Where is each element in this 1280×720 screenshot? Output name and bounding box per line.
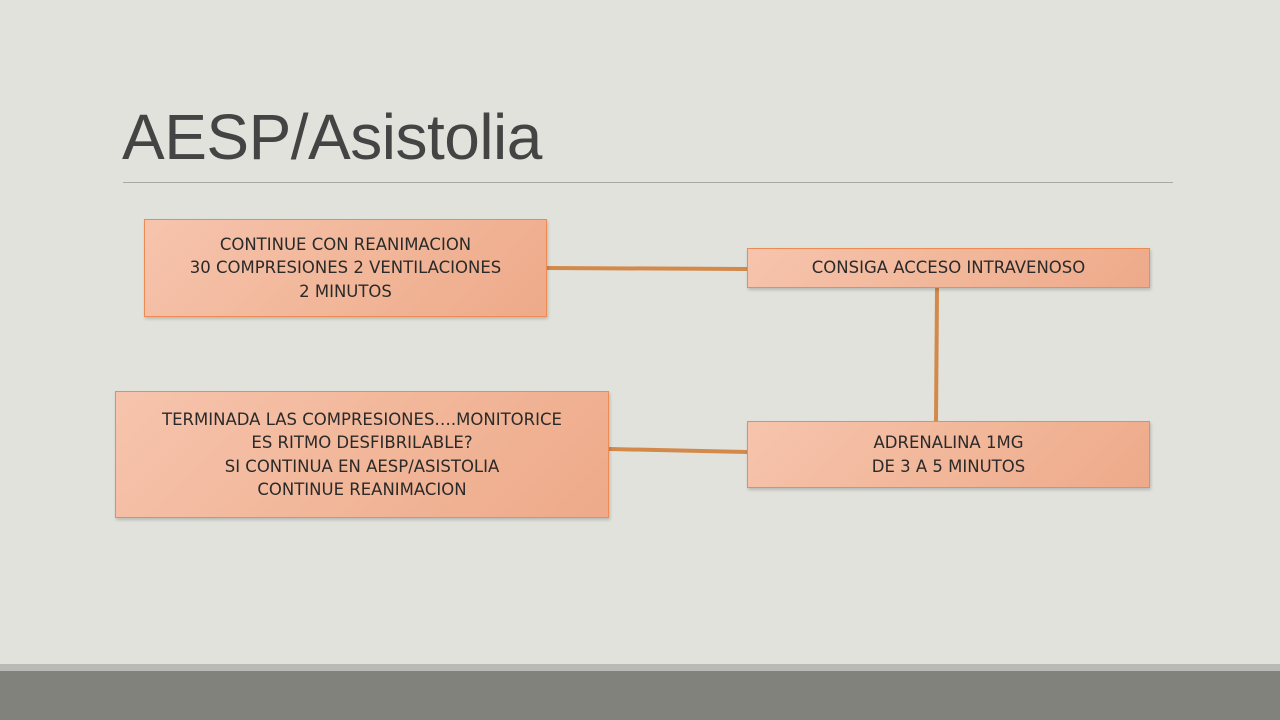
box-line: DE 3 A 5 MINUTOS — [871, 456, 1026, 476]
box-acceso-intravenoso: CONSIGA ACCESO INTRAVENOSO — [747, 248, 1150, 288]
connector-adrenalina-monitorice — [608, 447, 749, 454]
box-line: CONTINUE CON REANIMACION — [219, 234, 472, 254]
slide-title: AESP/Asistolia — [122, 101, 542, 173]
footer-band-highlight — [0, 664, 1280, 671]
box-line: 30 COMPRESIONES 2 VENTILACIONES — [189, 258, 502, 278]
box-line: ES RITMO DESFIBRILABLE? — [251, 433, 473, 453]
box-monitorice: TERMINADA LAS COMPRESIONES….MONITORICE E… — [115, 391, 609, 518]
footer-band — [0, 671, 1280, 720]
box-adrenalina: ADRENALINA 1MG DE 3 A 5 MINUTOS — [747, 421, 1150, 488]
box-line: SI CONTINUA EN AESP/ASISTOLIA — [224, 456, 500, 476]
box-line: CONTINUE REANIMACION — [257, 479, 467, 499]
connector-acceso-adrenalina — [934, 287, 939, 423]
box-line: 2 MINUTOS — [299, 281, 392, 301]
box-continue-reanimacion: CONTINUE CON REANIMACION 30 COMPRESIONES… — [144, 219, 547, 317]
box-line: CONSIGA ACCESO INTRAVENOSO — [811, 258, 1086, 278]
connector-reanimacion-acceso — [546, 266, 749, 271]
box-line: TERMINADA LAS COMPRESIONES….MONITORICE — [162, 409, 562, 429]
title-divider — [123, 182, 1173, 183]
box-line: ADRENALINA 1MG — [873, 433, 1024, 453]
